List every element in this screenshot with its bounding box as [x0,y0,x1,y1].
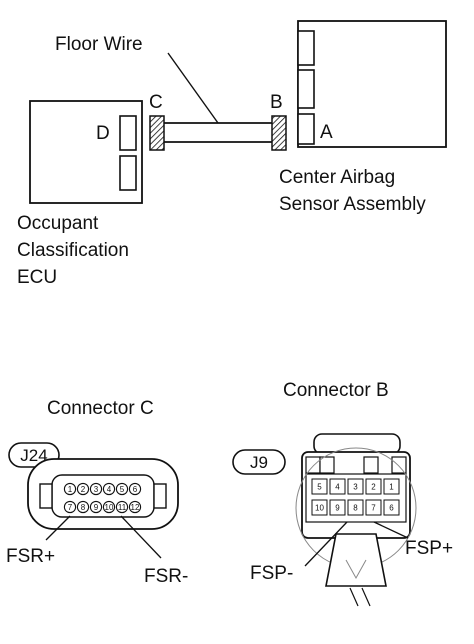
ecu-label-line2: Classification [17,240,129,261]
svg-text:1: 1 [68,485,73,494]
svg-text:10: 10 [315,504,324,513]
connector-b-pin: 4 [329,478,346,495]
connector-c-pin: 1 [63,482,77,496]
connector-c-code: J24 [20,446,47,465]
ecu-label-line1: Occupant [17,213,99,234]
fsr-plus-label: FSR+ [6,546,55,567]
connector-b-pin: 10 [311,499,328,516]
svg-text:4: 4 [107,485,112,494]
ecu-label-line3: ECU [17,267,57,288]
svg-text:12: 12 [131,503,140,512]
connector-b-code: J9 [250,453,268,472]
floor-wire-label: Floor Wire [55,34,143,55]
connector-letter-c: C [149,92,163,113]
connector-c-pin: 11 [115,500,129,514]
connector-b-pin: 3 [347,478,364,495]
ecu-connector-d [119,115,137,151]
connector-b-pin: 7 [365,499,382,516]
connector-b-pin: 6 [383,499,400,516]
svg-text:6: 6 [133,485,138,494]
connector-letter-a: A [320,122,333,143]
fsr-minus-label: FSR- [144,566,188,587]
center-airbag-label-line2: Sensor Assembly [279,194,426,215]
connector-b-pin: 8 [347,499,364,516]
center-airbag-label-line1: Center Airbag [279,167,395,188]
connector-c-pin: 4 [102,482,116,496]
connector-c-pin: 10 [102,500,116,514]
svg-text:3: 3 [353,483,358,492]
fsp-plus-leader [373,521,409,539]
svg-text:6: 6 [389,504,394,513]
svg-text:3: 3 [94,485,99,494]
probe-clip [325,533,387,587]
connector-c-pin: 5 [115,482,129,496]
connector-b-pins: 5 4 3 2 1 10 9 8 7 6 [311,478,400,516]
connector-c-pin: 6 [128,482,142,496]
svg-text:2: 2 [371,483,376,492]
floor-wire-leader [167,52,219,124]
ecu-connector-lower [119,155,137,191]
svg-text:5: 5 [317,483,322,492]
connector-b-code-badge: J9 [232,449,286,475]
connector-c-pin: 2 [76,482,90,496]
svg-text:8: 8 [81,503,86,512]
fsp-plus-label: FSP+ [405,538,453,559]
connector-c-pin: 9 [89,500,103,514]
connector-c-title: Connector C [47,398,154,419]
svg-text:9: 9 [94,503,99,512]
airbag-connector-a [297,113,315,145]
svg-text:10: 10 [105,503,114,512]
connector-c-pin: 3 [89,482,103,496]
svg-text:5: 5 [120,485,125,494]
fsp-minus-label: FSP- [250,563,293,584]
connector-c-pin: 12 [128,500,142,514]
svg-text:7: 7 [68,503,73,512]
wire-connector-b [271,115,287,151]
fsr-minus-leader [120,515,162,559]
connector-b-title: Connector B [283,380,389,401]
wire-connector-c [149,115,165,151]
fsp-minus-leader [304,521,348,567]
connector-b-pin: 9 [329,499,346,516]
connector-b-pin: 2 [365,478,382,495]
connector-c-pin: 7 [63,500,77,514]
occupant-ecu-box [29,100,143,204]
svg-text:7: 7 [371,504,376,513]
fsr-plus-leader [45,515,71,541]
svg-text:9: 9 [335,504,340,513]
center-airbag-box [297,20,447,148]
svg-text:1: 1 [389,483,394,492]
floor-wire [149,52,287,151]
connector-c-pin: 8 [76,500,90,514]
connector-b-body [295,433,417,607]
connector-c-body [27,458,179,530]
svg-text:4: 4 [335,483,340,492]
connector-letter-d: D [96,123,110,144]
svg-text:11: 11 [118,503,127,512]
connector-letter-b: B [270,92,283,113]
svg-text:2: 2 [81,485,86,494]
svg-text:8: 8 [353,504,358,513]
connector-b-pin: 5 [311,478,328,495]
connector-b-pin: 1 [383,478,400,495]
